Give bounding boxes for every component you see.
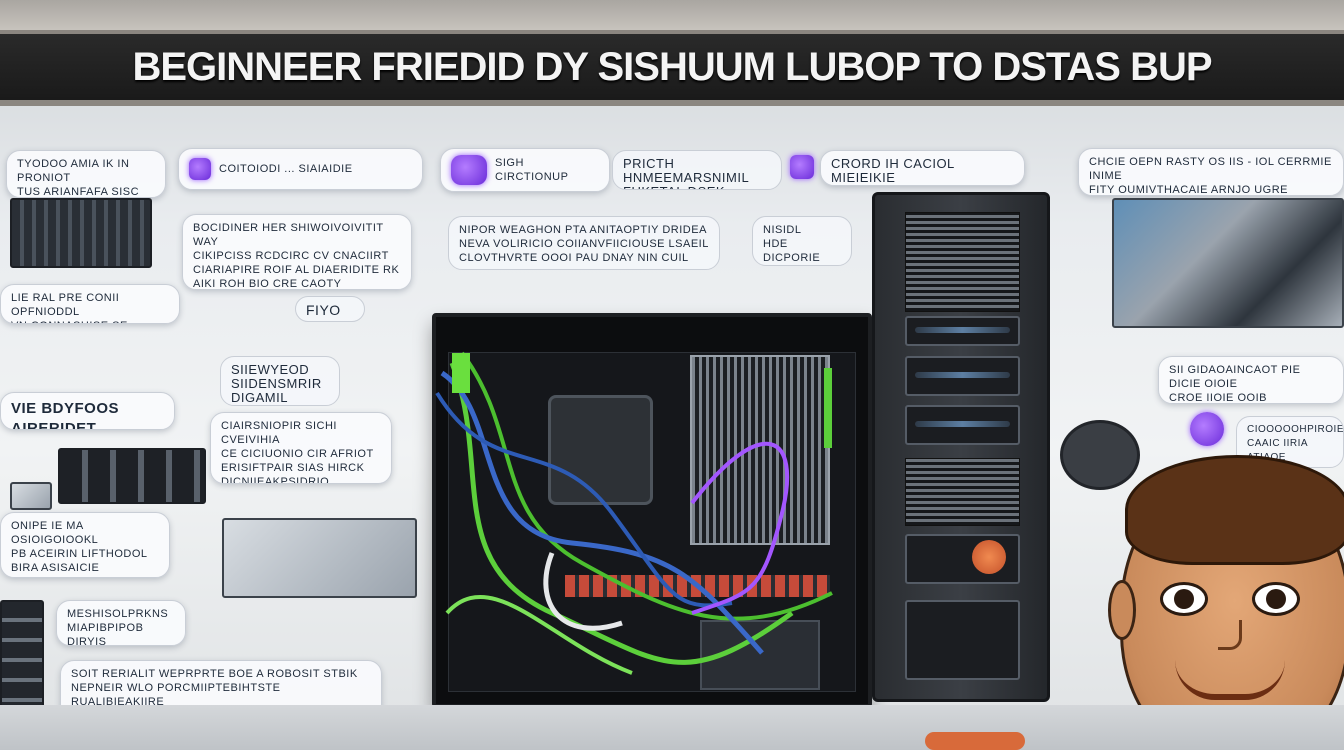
cartoon-nose: [1218, 620, 1242, 650]
purple-cube-icon-inner: [790, 155, 814, 179]
floor-surface: [0, 705, 1344, 750]
purple-monitor-icon: [451, 155, 487, 185]
title-banner: BEGINNEER FRIEDID DY SISHUUM LUBOP TO DS…: [0, 30, 1344, 106]
purple-gear-icon-right: [1190, 412, 1226, 448]
green-cable-1: [449, 362, 794, 665]
info-card-left-bottom-small: MESHISOLPRKNS MIAPIBPIPOB DIRYIS RIEROPT…: [56, 600, 186, 646]
cartoon-right-pupil: [1266, 589, 1286, 609]
info-card-left-block-1: BOCIDINER HER SHIWOIVOIVITIT WAY CIKIPCI…: [182, 214, 412, 290]
tower-bay-light-3: [915, 421, 1010, 427]
info-card-center-right-small: NISIDL HDE DICPORIE DOOL: [752, 216, 852, 266]
tower-bay-light-2: [915, 372, 1010, 378]
server-rack-illustration: [10, 198, 152, 268]
purple-gear-icon: [189, 158, 211, 180]
motherboard-illustration: [222, 518, 417, 598]
graphics-card-illustration: [1112, 198, 1344, 328]
drive-array-illustration: [58, 448, 206, 504]
tower-bottom-panel: [905, 600, 1020, 680]
info-card-top-center: PRICTH HNMEEMARSNIMIL FUKETAL DSEK NIOIA…: [612, 150, 782, 190]
cpu-cooler-block: [548, 395, 653, 505]
purple-cable: [690, 441, 790, 615]
tower-orange-fan-icon: [972, 540, 1006, 574]
purple-gear-icon-inner: [1190, 412, 1224, 446]
small-component-illustration: [10, 482, 52, 510]
info-card-left-block-2: LIE RAL PRE CONII OPFNIODDL VN CONNASHIS…: [0, 284, 180, 324]
cooling-fan-illustration: [1060, 420, 1140, 490]
green-connector: [452, 353, 470, 393]
top-frame-strip: [0, 0, 1344, 30]
card-text: COITOIODI ... SIAIAIDIE: [219, 163, 353, 175]
tower-mid-vent: [905, 458, 1020, 526]
info-card-top-center-right: CRORD IH CACIOL MIEIEIKIE: [820, 150, 1025, 186]
card-text: SIGH CIRCTIONUP: [495, 157, 569, 183]
info-card-top-mid: SIGH CIRCTIONUP: [440, 148, 610, 192]
orange-tool-illustration: [925, 732, 1025, 750]
green-cable-3: [445, 595, 633, 675]
green-cable-2: [460, 351, 833, 621]
info-card-mid-left-title: SIIEWYEOD SIIDENSMRIR DIGAMIL: [220, 356, 340, 406]
info-card-left-mid: CIAIRSNIOPIR SICHI CVEIVIHIA CE CICIUONI…: [210, 412, 392, 484]
info-card-left-bottom: ONIPE IE MA OSIOIGOIOOKL PB ACEIRIN LIFT…: [0, 512, 170, 578]
cartoon-mouth: [1175, 660, 1285, 700]
blue-cable-2: [435, 391, 733, 608]
info-card-center-block-1: NIPOR WEAGHON PTA ANITAOPTIY DRIDEA NEVA…: [448, 216, 720, 270]
tower-top-vent: [905, 212, 1020, 312]
info-card-left-label: VIE BDYFOOS AIRERIDET: [0, 392, 175, 430]
info-card-top-mid-left: COITOIODI ... SIAIAIDIE: [178, 148, 423, 190]
cartoon-ear: [1108, 580, 1136, 640]
purple-cube-icon: [790, 155, 814, 179]
info-card-top-left: TYODOO AMIA IK IN PRONIOT TUS ARIANFAFA …: [6, 150, 166, 198]
info-card-right-mid: SII GIDAOAINCAOT PIE DICIE OIOIE CROE II…: [1158, 356, 1344, 404]
white-cable: [543, 552, 623, 631]
blue-cable-1: [440, 370, 764, 655]
tower-bay-light-1: [915, 327, 1010, 333]
green-strip: [824, 368, 832, 448]
cartoon-hair: [1125, 455, 1344, 565]
heatsink-fins: [690, 355, 830, 545]
cartoon-left-pupil: [1174, 589, 1194, 609]
info-card-top-right: CHCIE OEPN RASTY OS IIS - IOL CERRMIE IN…: [1078, 148, 1344, 196]
banner-title: BEGINNEER FRIEDID DY SISHUUM LUBOP TO DS…: [132, 45, 1212, 89]
label-fiyo: FIYO: [295, 296, 365, 322]
cable-wiring-svg: [435, 351, 833, 675]
